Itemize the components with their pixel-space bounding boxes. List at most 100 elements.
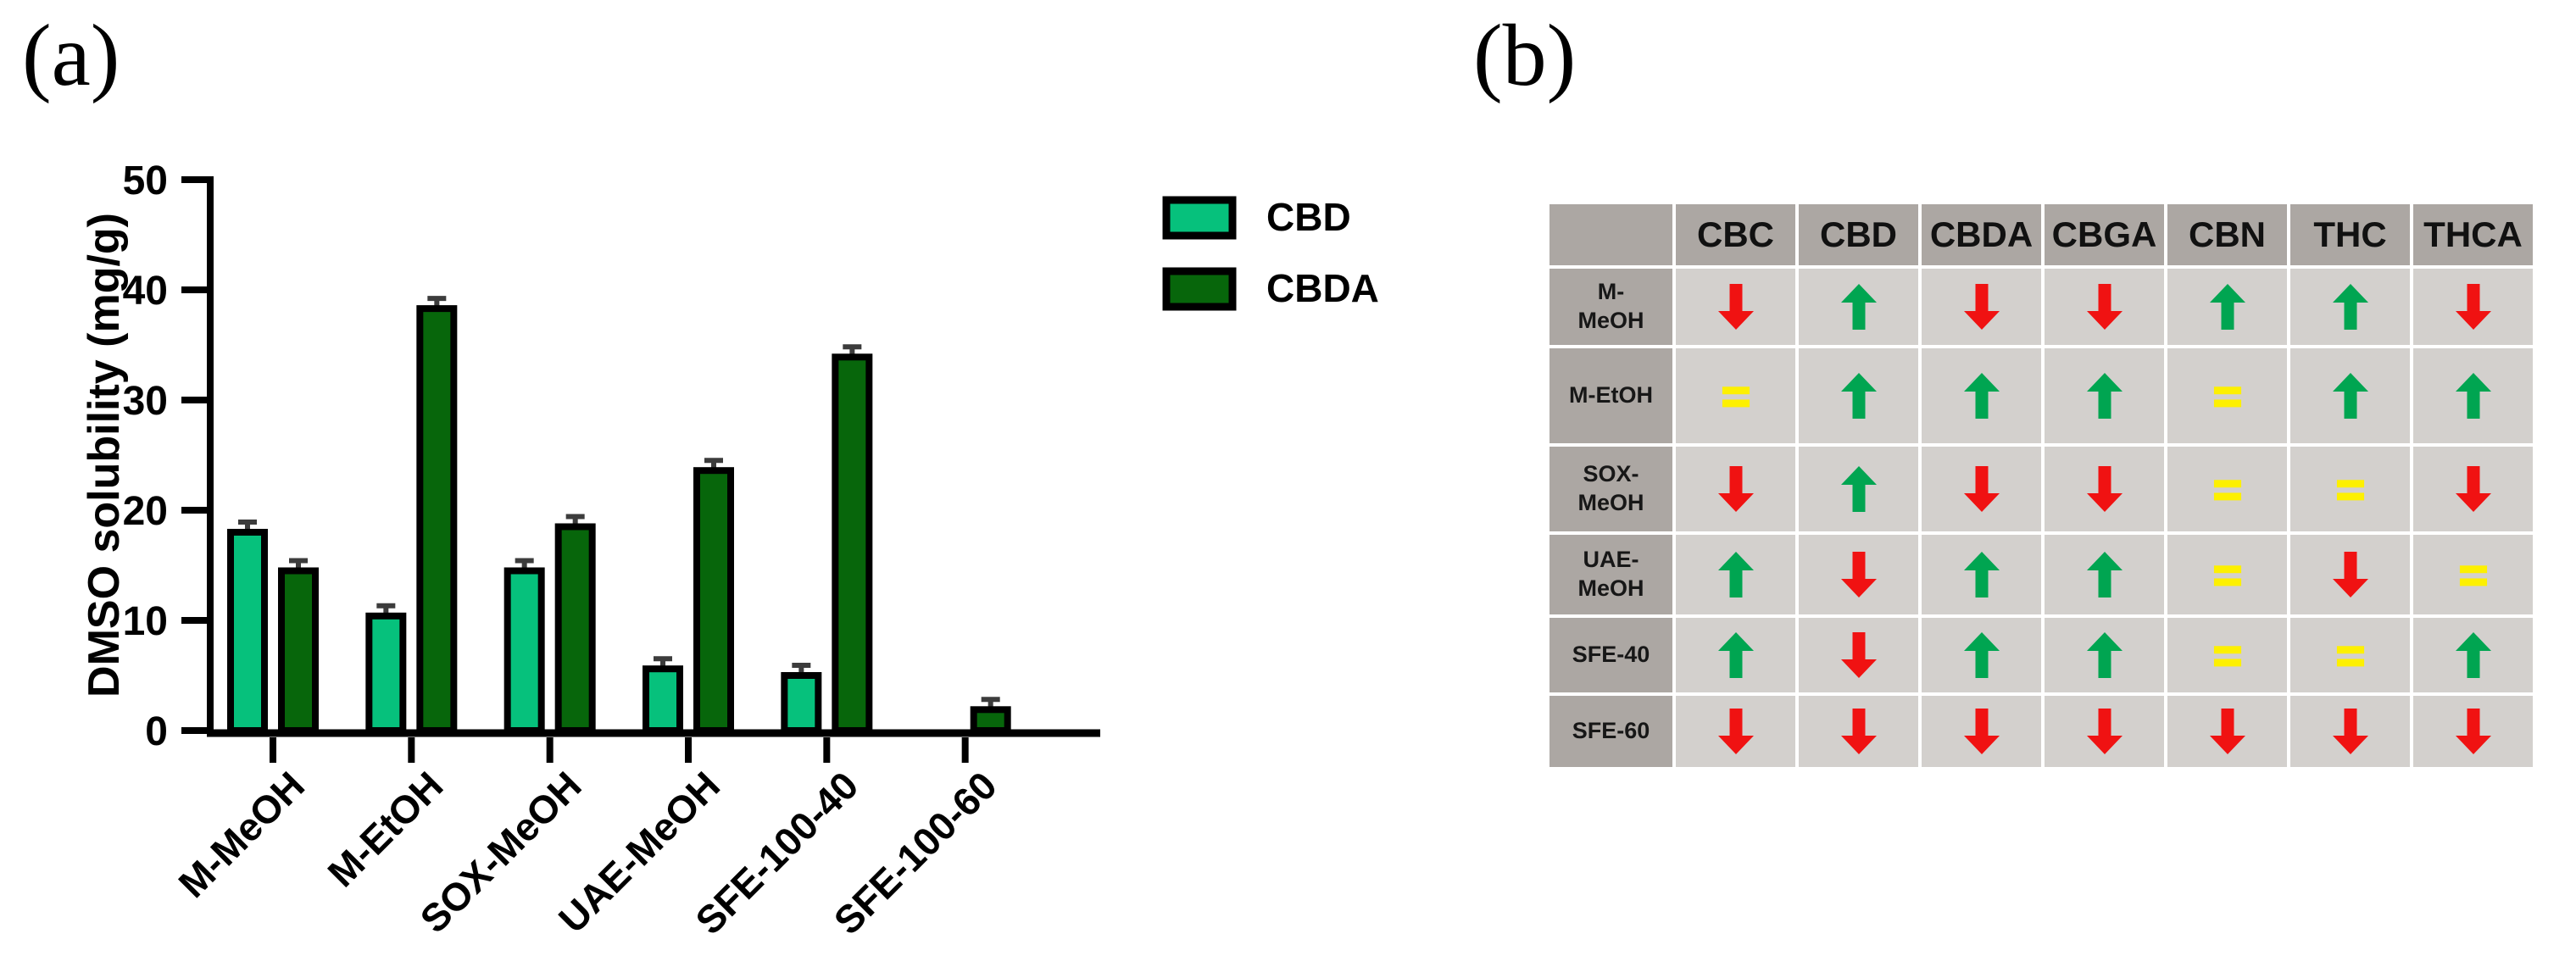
bar-CBD-M-EtOH: [365, 612, 407, 734]
y-tick-label: 10: [123, 599, 168, 644]
legend-swatch-CBDA: [1162, 267, 1237, 311]
trend-cell-UAE-MeOH-CBN: [2167, 535, 2287, 614]
bar-CBD-SFE-100-40: [781, 672, 822, 734]
bar-CBDA-SOX-MeOH: [554, 523, 596, 734]
column-header-THCA: THCA: [2413, 204, 2533, 265]
legend-label-CBDA: CBDA: [1266, 266, 1379, 310]
arrow-down-icon: [2332, 709, 2368, 754]
y-tick-label: 30: [123, 379, 168, 424]
trend-cell-SOX-MeOH-CBN: [2167, 447, 2287, 531]
trend-cell-SFE-40-CBC: [1676, 618, 1795, 692]
bar-CBDA-SFE-100-40: [832, 353, 873, 734]
trend-cell-SFE-40-THCA: [2413, 618, 2533, 692]
equal-sign-icon: [2213, 646, 2241, 667]
arrow-down-icon: [1717, 284, 1754, 330]
x-category-label: M-EtOH: [319, 763, 451, 895]
column-header-CBN: CBN: [2167, 204, 2287, 265]
trend-cell-SFE-40-CBD: [1799, 618, 1918, 692]
arrow-up-icon: [2086, 373, 2123, 419]
trend-cell-UAE-MeOH-CBD: [1799, 535, 1918, 614]
trend-cell-M-EtOH-CBN: [2167, 348, 2287, 443]
arrow-up-icon: [1963, 552, 2000, 598]
arrow-down-icon: [1840, 709, 1877, 754]
trend-cell-M-MeOH-CBD: [1799, 269, 1918, 345]
row-label-line: SOX-: [1583, 461, 1639, 487]
trend-cell-SOX-MeOH-THCA: [2413, 447, 2533, 531]
trend-cell-SFE-40-CBDA: [1922, 618, 2041, 692]
arrow-up-icon: [1717, 552, 1754, 598]
trend-cell-M-EtOH-THC: [2290, 348, 2410, 443]
arrow-down-icon: [1840, 552, 1877, 598]
bar-CBDA-UAE-MeOH: [693, 467, 734, 734]
bar-CBDA-M-MeOH: [278, 567, 319, 734]
arrow-down-icon: [2209, 709, 2245, 754]
column-header-THC: THC: [2290, 204, 2410, 265]
trend-cell-SOX-MeOH-CBGA: [2045, 447, 2164, 531]
arrow-down-icon: [1717, 466, 1754, 512]
equal-sign-icon: [2336, 646, 2364, 667]
bar-CBD-UAE-MeOH: [642, 665, 683, 735]
column-header-CBD: CBD: [1799, 204, 1918, 265]
row-label-SFE-60: SFE-60: [1549, 696, 1672, 767]
y-tick-label: 20: [123, 489, 168, 534]
column-header-CBC: CBC: [1676, 204, 1795, 265]
y-tick-label: 0: [145, 709, 168, 754]
arrow-up-icon: [1717, 632, 1754, 678]
row-label-line: SFE-40: [1572, 642, 1650, 668]
arrow-up-icon: [2209, 284, 2245, 330]
trend-cell-SOX-MeOH-CBDA: [1922, 447, 2041, 531]
trend-cell-SFE-60-CBDA: [1922, 696, 2041, 767]
trend-cell-M-MeOH-THC: [2290, 269, 2410, 345]
trend-cell-UAE-MeOH-CBGA: [2045, 535, 2164, 614]
arrow-down-icon: [1963, 466, 2000, 512]
bar-CBDA-M-EtOH: [416, 305, 458, 734]
trend-cell-UAE-MeOH-CBDA: [1922, 535, 2041, 614]
trend-cell-SFE-40-CBGA: [2045, 618, 2164, 692]
trend-cell-M-EtOH-CBGA: [2045, 348, 2164, 443]
trend-cell-M-MeOH-CBC: [1676, 269, 1795, 345]
trend-cell-SFE-40-CBN: [2167, 618, 2287, 692]
equal-sign-icon: [2213, 386, 2241, 408]
arrow-down-icon: [2455, 466, 2491, 512]
arrow-down-icon: [2086, 284, 2123, 330]
trend-cell-SFE-60-THC: [2290, 696, 2410, 767]
trend-cell-M-MeOH-CBN: [2167, 269, 2287, 345]
trend-cell-UAE-MeOH-THCA: [2413, 535, 2533, 614]
row-label-line: UAE-: [1583, 547, 1639, 573]
arrow-up-icon: [1840, 466, 1877, 512]
arrow-down-icon: [2455, 284, 2491, 330]
trend-cell-M-MeOH-CBDA: [1922, 269, 2041, 345]
trend-cell-UAE-MeOH-THC: [2290, 535, 2410, 614]
equal-sign-icon: [2213, 480, 2241, 501]
trend-cell-SFE-60-CBN: [2167, 696, 2287, 767]
trend-cell-M-EtOH-CBC: [1676, 348, 1795, 443]
trend-cell-SOX-MeOH-THC: [2290, 447, 2410, 531]
row-label-M-MeOH: M-MeOH: [1549, 269, 1672, 345]
arrow-up-icon: [1963, 632, 2000, 678]
trend-cell-SFE-60-CBGA: [2045, 696, 2164, 767]
arrow-up-icon: [2086, 552, 2123, 598]
trend-cell-M-EtOH-THCA: [2413, 348, 2533, 443]
bar-CBDA-SFE-100-60: [970, 706, 1011, 734]
trend-cell-M-MeOH-CBGA: [2045, 269, 2164, 345]
arrow-down-icon: [2332, 552, 2368, 598]
row-label-line: M-EtOH: [1569, 382, 1653, 409]
column-header-CBDA: CBDA: [1922, 204, 2041, 265]
arrow-down-icon: [2086, 466, 2123, 512]
row-label-line: MeOH: [1577, 308, 1644, 333]
arrow-down-icon: [1717, 709, 1754, 754]
arrow-up-icon: [1963, 373, 2000, 419]
equal-sign-icon: [1722, 386, 1750, 408]
trend-cell-UAE-MeOH-CBC: [1676, 535, 1795, 614]
y-tick-label: 40: [123, 269, 168, 314]
legend-swatch-CBD: [1162, 196, 1237, 240]
arrow-down-icon: [2086, 709, 2123, 754]
bar-CBD-M-MeOH: [227, 529, 268, 734]
trend-cell-SFE-60-THCA: [2413, 696, 2533, 767]
trend-cell-M-EtOH-CBD: [1799, 348, 1918, 443]
row-label-SOX-MeOH: SOX-MeOH: [1549, 447, 1672, 531]
trend-cell-SFE-60-CBD: [1799, 696, 1918, 767]
